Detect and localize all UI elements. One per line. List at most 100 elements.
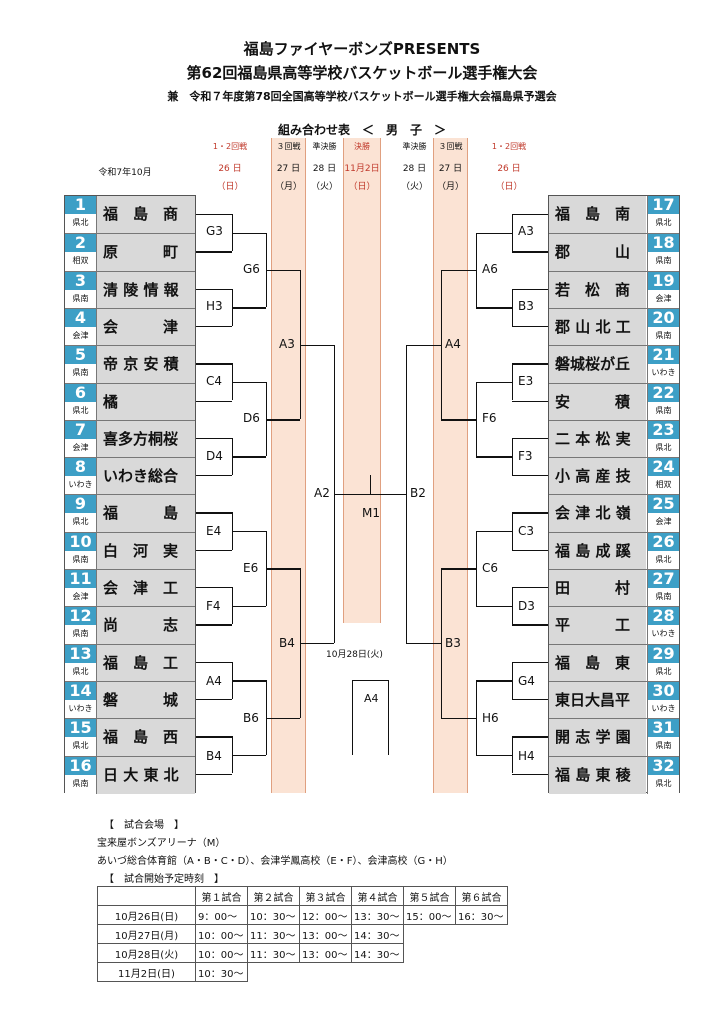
schedule-time: 11：30～ <box>247 924 300 944</box>
team-name: 福 島 <box>97 495 195 533</box>
team-name: 会 津 工 <box>97 570 195 607</box>
match-E3: E3 <box>518 374 534 388</box>
match-C4: C4 <box>206 374 223 388</box>
team-region: 相双 <box>72 256 89 266</box>
round3-right-column <box>433 138 468 793</box>
bracket-line <box>476 680 512 682</box>
team-name: 安 積 <box>549 383 646 421</box>
bracket-line <box>232 232 266 235</box>
bracket-line <box>512 214 548 216</box>
bracket-line <box>512 437 548 440</box>
bracket-line <box>512 251 548 253</box>
match-A4: A4 <box>445 337 461 351</box>
bracket-line <box>232 736 234 774</box>
match-A3-right: A3 <box>518 224 534 238</box>
match-E6: E6 <box>243 561 259 575</box>
header-r3-right: ３回戦 27 日 （月） <box>436 142 464 192</box>
match-G3: G3 <box>206 224 223 238</box>
bracket-line <box>352 680 354 755</box>
bracket-line <box>196 400 232 402</box>
team-name: 福 島 南 <box>549 196 646 233</box>
team-name: 郡 山 北 工 <box>549 308 646 346</box>
bracket-line <box>300 269 302 420</box>
bracket-line <box>512 512 514 550</box>
team-name: 福 島 商 <box>97 196 195 233</box>
team-number: 1 <box>65 196 96 214</box>
bracket-line <box>441 419 476 421</box>
match-H6: H6 <box>482 711 499 725</box>
bracket-line <box>196 549 232 552</box>
bracket-line <box>334 493 406 496</box>
match-G6: G6 <box>243 262 260 276</box>
team-number: 25 <box>648 495 679 514</box>
team-region: 会津 <box>655 293 672 303</box>
team-name: 磐城桜が丘 <box>549 346 646 384</box>
bracket-line <box>196 363 232 365</box>
bracket-line <box>196 661 232 663</box>
schedule-time: 10：00～ <box>195 943 248 963</box>
schedule-time: 15：00～ <box>403 905 456 925</box>
team-region: いわき <box>651 368 676 378</box>
schedule-time: 13：00～ <box>299 943 352 963</box>
final-column <box>343 138 381 623</box>
bracket-line <box>196 325 232 328</box>
bracket-line <box>512 288 514 326</box>
team-number: 8 <box>65 458 96 477</box>
team-name: 清 陵 情 報 <box>97 271 195 309</box>
bracket-line <box>476 381 478 457</box>
venue-line-1: 宝来屋ボンズアリーナ（M） <box>97 838 226 849</box>
team-number: 15 <box>65 719 96 738</box>
match-B6: B6 <box>243 711 259 725</box>
team-number: 32 <box>648 756 679 775</box>
team-name: 若 松 商 <box>549 271 646 309</box>
team-region: 会津 <box>72 330 89 340</box>
bracket-line <box>476 307 512 309</box>
team-number: 18 <box>648 234 679 253</box>
bracket-line <box>266 717 300 719</box>
bracket-line <box>512 587 548 589</box>
bracket-line <box>512 475 548 477</box>
era-label: 令和7年10月 <box>98 168 152 178</box>
team-number: 20 <box>648 308 679 327</box>
match-B4-left: B4 <box>206 749 222 763</box>
bracket-line <box>266 269 300 272</box>
title-line-1: 福島ファイヤーボンズPRESENTS <box>243 40 481 58</box>
bracket-line <box>406 344 441 346</box>
bracket-line <box>196 587 232 589</box>
team-number: 21 <box>648 346 679 365</box>
bracket-line <box>388 680 390 755</box>
bracket-line <box>300 344 334 346</box>
team-name: 福 島 東 稜 <box>549 756 646 794</box>
schedule-date: 10月26日(日) <box>97 905 196 925</box>
bracket-line <box>406 642 441 645</box>
bracket-line <box>196 214 232 216</box>
schedule-date: 10月28日(火) <box>97 943 196 963</box>
team-region: 会津 <box>72 442 89 452</box>
team-region: 県南 <box>72 293 89 303</box>
team-number: 4 <box>65 308 96 327</box>
bracket-line <box>232 512 234 550</box>
bracket-line <box>512 549 548 552</box>
match-A3: A3 <box>279 337 295 351</box>
